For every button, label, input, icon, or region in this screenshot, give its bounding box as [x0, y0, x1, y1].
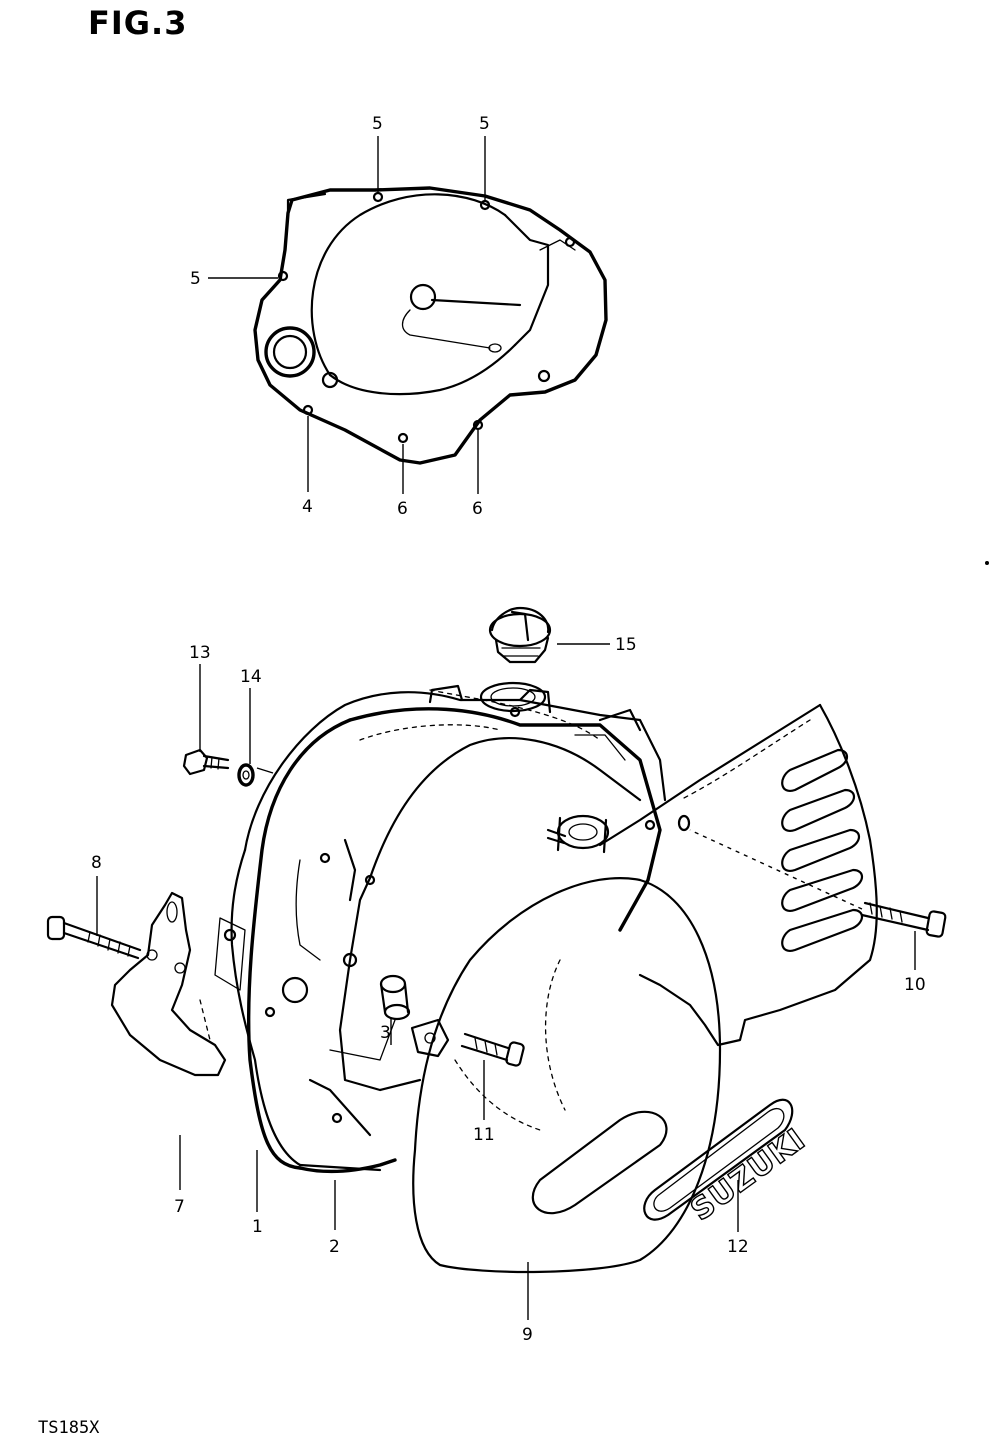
model-code: TS185X — [38, 1418, 100, 1438]
lower-leader-lines — [96, 643, 916, 1320]
callout-2: 2 — [329, 1237, 340, 1257]
part-11-bolt — [460, 1032, 525, 1067]
callout-9: 9 — [522, 1325, 533, 1345]
callout-14: 14 — [240, 667, 262, 687]
callout-3: 3 — [380, 1023, 391, 1043]
part-2-inner-cover — [281, 737, 642, 1137]
callout-1: 1 — [252, 1217, 263, 1237]
part-13-bolt — [182, 748, 230, 776]
clutch-cover-gasket — [253, 186, 608, 465]
callout-4: 4 — [302, 497, 313, 517]
part-12-emblem: SUZUKI — [643, 1098, 813, 1229]
callout-8: 8 — [91, 853, 102, 873]
part-1-cover-shell — [230, 681, 667, 1172]
callout-10: 10 — [904, 975, 926, 995]
part-14-washer — [237, 763, 255, 787]
stray-dot — [985, 561, 989, 565]
callout-5: 5 — [372, 114, 383, 134]
callout-11: 11 — [473, 1125, 495, 1145]
callout-13: 13 — [189, 643, 211, 663]
part-15-filler-cap — [488, 606, 552, 664]
callout-6: 6 — [472, 499, 483, 519]
part-9-outer-cover — [410, 877, 722, 1274]
part-2-gasket — [214, 706, 662, 1174]
callout-5: 5 — [479, 114, 490, 134]
emblem-brand-text: SUZUKI — [685, 1122, 813, 1228]
part-8-bolt — [46, 915, 142, 960]
callout-12: 12 — [727, 1237, 749, 1257]
callout-7: 7 — [174, 1197, 185, 1217]
part-12-chain-cover — [598, 703, 878, 1047]
part-3-dowel-pin — [379, 974, 411, 1021]
part-10-bolt — [689, 829, 947, 938]
figure-title: FIG.3 — [88, 4, 188, 42]
upper-leader-lines — [208, 136, 486, 494]
callout-6: 6 — [397, 499, 408, 519]
callout-15: 15 — [615, 635, 637, 655]
callout-numbers: 5 5 5 4 6 6 15 13 14 8 10 3 11 7 1 2 12 … — [91, 114, 926, 1345]
callout-5: 5 — [190, 269, 201, 289]
part-7-bracket — [110, 891, 227, 1077]
